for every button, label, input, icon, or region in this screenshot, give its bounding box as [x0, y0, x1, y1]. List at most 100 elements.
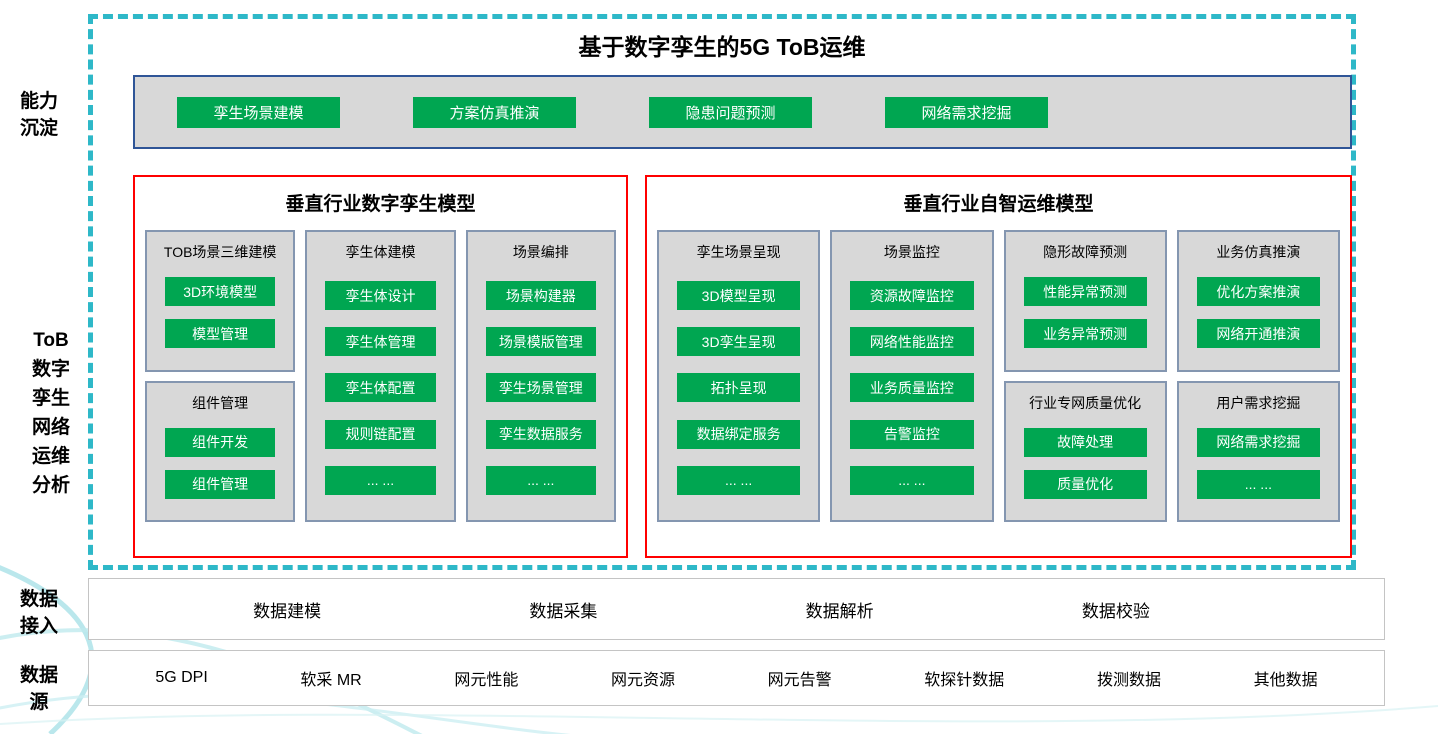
side-label-line: 孪生	[31, 388, 70, 409]
module-group: 用户需求挖掘网络需求挖掘... ...	[1176, 380, 1340, 522]
side-label-line: ToB	[33, 330, 69, 351]
module-column: 场景编排场景构建器场景模版管理孪生场景管理孪生数据服务 ... ...	[465, 230, 616, 522]
module-group-title: 场景监控	[883, 244, 940, 260]
module-item: 3D模型呈现	[677, 281, 801, 311]
data-access-item: 数据校验	[1081, 601, 1150, 621]
module-column: 孪生体建模孪生体设计孪生体管理孪生体配置规则链配置... ...	[305, 230, 456, 522]
panel-title-autonomous-ops: 垂直行业自智运维模型	[903, 194, 1094, 215]
data-source-item: 拨测数据	[1096, 672, 1161, 689]
module-item: 规则链配置	[325, 419, 436, 449]
panel-autonomous-ops-model: 垂直行业自智运维模型 孪生场景呈现 3D模型呈现 3D孪生呈现拓扑呈现数据绑定服务.…	[645, 175, 1352, 558]
module-group-title: 组件管理	[192, 394, 249, 411]
panel-title-digital-twin: 垂直行业数字孪生模型	[285, 194, 476, 215]
data-source-item: 网元性能	[454, 672, 519, 689]
module-item: 3D孪生呈现	[677, 327, 801, 357]
module-group: 孪生体建模孪生体设计孪生体管理孪生体配置规则链配置... ...	[305, 230, 456, 522]
module-group-title: 业务仿真推演	[1216, 244, 1301, 260]
module-item: 性能异常预测	[1023, 277, 1147, 307]
data-access-item: 数据采集	[529, 601, 598, 621]
module-group-items: 资源故障监控网络性能监控业务质量监控告警监控... ...	[838, 264, 985, 512]
module-group: 行业专网质量优化故障处理质量优化	[1003, 380, 1167, 522]
data-access-item: 数据建模	[253, 601, 322, 621]
module-group-title: 孪生体建模	[345, 244, 416, 260]
capability-bar: 孪生场景建模方案仿真推演隐患问题预测网络需求挖掘	[133, 75, 1352, 149]
side-label-line: 沉淀	[19, 118, 58, 139]
module-item: 组件开发	[165, 427, 276, 457]
module-column: 业务仿真推演优化方案推演网络开通推演用户需求挖掘网络需求挖掘... ...	[1176, 230, 1340, 522]
data-source-item: 网元告警	[767, 672, 832, 689]
module-group-title: 孪生场景呈现	[696, 244, 781, 260]
side-label-line: 数字	[31, 359, 70, 380]
module-group: 组件管理组件开发组件管理	[145, 380, 296, 522]
module-item: 故障处理	[1023, 427, 1147, 457]
module-group-items: 优化方案推演网络开通推演	[1185, 264, 1332, 362]
module-item: 告警监控	[850, 419, 974, 449]
module-group-title: TOB场景三维建模	[163, 244, 277, 260]
data-source-item: 网元资源	[611, 672, 676, 689]
panel-columns: 孪生场景呈现 3D模型呈现 3D孪生呈现拓扑呈现数据绑定服务 ... ... 场景监控资…	[657, 230, 1340, 522]
module-item: 场景模版管理	[485, 327, 596, 357]
module-item: 资源故障监控	[850, 281, 974, 311]
module-group-items: 场景构建器场景模版管理孪生场景管理孪生数据服务 ... ...	[474, 264, 608, 512]
module-item: 质量优化	[1023, 469, 1147, 499]
capability-item: 方案仿真推演	[413, 96, 576, 128]
module-item: 孪生数据服务	[485, 419, 596, 449]
digital-twin-frame	[88, 14, 1356, 570]
module-item: ... ...	[677, 465, 801, 495]
module-item: 组件管理	[165, 469, 276, 499]
side-label-line: 数据	[19, 589, 58, 610]
module-item: ... ...	[850, 465, 974, 495]
capability-item: 隐患问题预测	[649, 96, 812, 128]
module-group-title: 行业专网质量优化	[1029, 394, 1142, 411]
module-group-items: 3D环境模型模型管理	[153, 264, 287, 362]
module-item: 数据绑定服务	[677, 419, 801, 449]
module-group: 场景编排场景构建器场景模版管理孪生场景管理孪生数据服务 ... ...	[465, 230, 616, 522]
module-item: ... ...	[1196, 469, 1320, 499]
module-group: TOB场景三维建模 3D环境模型模型管理	[145, 230, 296, 372]
side-label-line: 接入	[19, 616, 58, 637]
module-item: 网络需求挖掘	[1196, 427, 1320, 457]
module-column: 孪生场景呈现 3D模型呈现 3D孪生呈现拓扑呈现数据绑定服务 ... ...	[657, 230, 821, 522]
capability-item: 孪生场景建模	[177, 96, 340, 128]
side-label-line: 分析	[31, 475, 70, 496]
module-column: 场景监控资源故障监控网络性能监控业务质量监控告警监控... ...	[830, 230, 994, 522]
data-access-item: 数据解析	[805, 601, 874, 621]
side-label-data-source: 数据源	[8, 662, 70, 716]
module-item: 孪生体设计	[325, 281, 436, 311]
module-group: 孪生场景呈现 3D模型呈现 3D孪生呈现拓扑呈现数据绑定服务 ... ...	[657, 230, 821, 522]
module-item: 业务异常预测	[1023, 319, 1147, 349]
module-group-items: 孪生体设计孪生体管理孪生体配置规则链配置... ...	[313, 264, 447, 512]
side-label-line: 数据	[19, 665, 58, 686]
module-item: 业务质量监控	[850, 373, 974, 403]
module-group-items: 3D模型呈现 3D孪生呈现拓扑呈现数据绑定服务 ... ...	[665, 264, 812, 512]
data-source-item: 5G DPI	[155, 669, 208, 686]
module-group-items: 组件开发组件管理	[153, 415, 287, 513]
module-item: ... ...	[485, 465, 596, 495]
module-item: ... ...	[325, 465, 436, 495]
module-group: 业务仿真推演优化方案推演网络开通推演	[1176, 230, 1340, 372]
side-label-line: 能力	[19, 91, 58, 112]
side-label-line: 网络	[31, 417, 70, 438]
module-item: 3D环境模型	[165, 277, 276, 307]
side-label-tob-analysis: ToB 数字孪生网络运维分析	[26, 326, 76, 500]
data-access-row: 数据建模 数据采集 数据解析 数据校验	[88, 578, 1385, 640]
module-item: 优化方案推演	[1196, 277, 1320, 307]
module-item: 网络开通推演	[1196, 319, 1320, 349]
data-source-item: 软探针数据	[924, 672, 1005, 689]
module-item: 场景构建器	[485, 281, 596, 311]
module-item: 孪生体管理	[325, 327, 436, 357]
module-group-items: 性能异常预测业务异常预测	[1012, 264, 1159, 362]
module-group-items: 网络需求挖掘 ... ...	[1185, 415, 1332, 513]
module-item: 拓扑呈现	[677, 373, 801, 403]
module-item: 孪生场景管理	[485, 373, 596, 403]
side-label-line: 运维	[31, 446, 70, 467]
diagram-title: 基于数字孪生的5G ToB运维	[578, 34, 866, 60]
module-group-items: 故障处理质量优化	[1012, 415, 1159, 513]
module-group-title: 场景编排	[512, 244, 569, 260]
data-source-item: 软采 MR	[300, 672, 362, 689]
module-column: 隐形故障预测性能异常预测业务异常预测行业专网质量优化故障处理质量优化	[1003, 230, 1167, 522]
